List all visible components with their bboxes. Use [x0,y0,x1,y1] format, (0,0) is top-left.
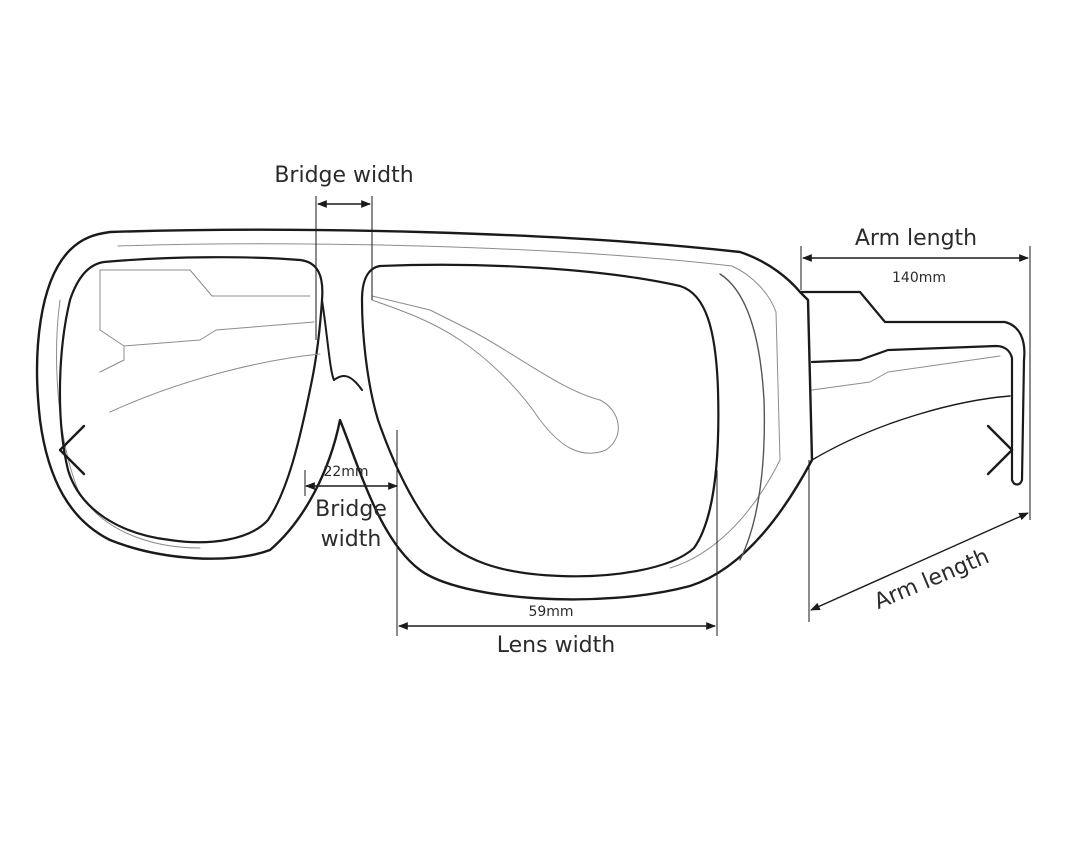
bridge [321,299,363,391]
lens-right [360,263,720,578]
ghost-arm-left [99,269,125,373]
previous-image-button[interactable] [50,420,90,480]
lens-width-value: 59mm [528,604,573,620]
dimension-lines [304,196,1031,636]
arm [798,290,1026,486]
lens-width-label: Lens width [497,633,615,658]
labels: Bridge width 22mm Bridge width 59mm Lens… [274,163,993,658]
arm-length-label-top: Arm length [855,226,977,251]
ghost-arm-right [371,295,619,454]
bridge-width-label-lower-line2: width [321,527,382,552]
chevron-right-icon [986,424,1014,476]
next-image-button[interactable] [982,420,1022,480]
frame-inner-line [117,243,781,569]
frame-outer [35,228,814,601]
chevron-left-icon [58,424,86,476]
arm-length-label-diagonal: Arm length [871,544,993,615]
side-shield [719,273,766,561]
bridge-width-label-top: Bridge width [274,163,413,188]
arm-length-value: 140mm [892,270,946,286]
glasses-frame [35,228,1026,601]
lens-left [58,256,324,544]
bridge-width-value: 22mm [323,464,368,480]
bridge-width-label-lower-line1: Bridge [315,497,387,522]
arm-diag-arrow [810,512,1029,611]
